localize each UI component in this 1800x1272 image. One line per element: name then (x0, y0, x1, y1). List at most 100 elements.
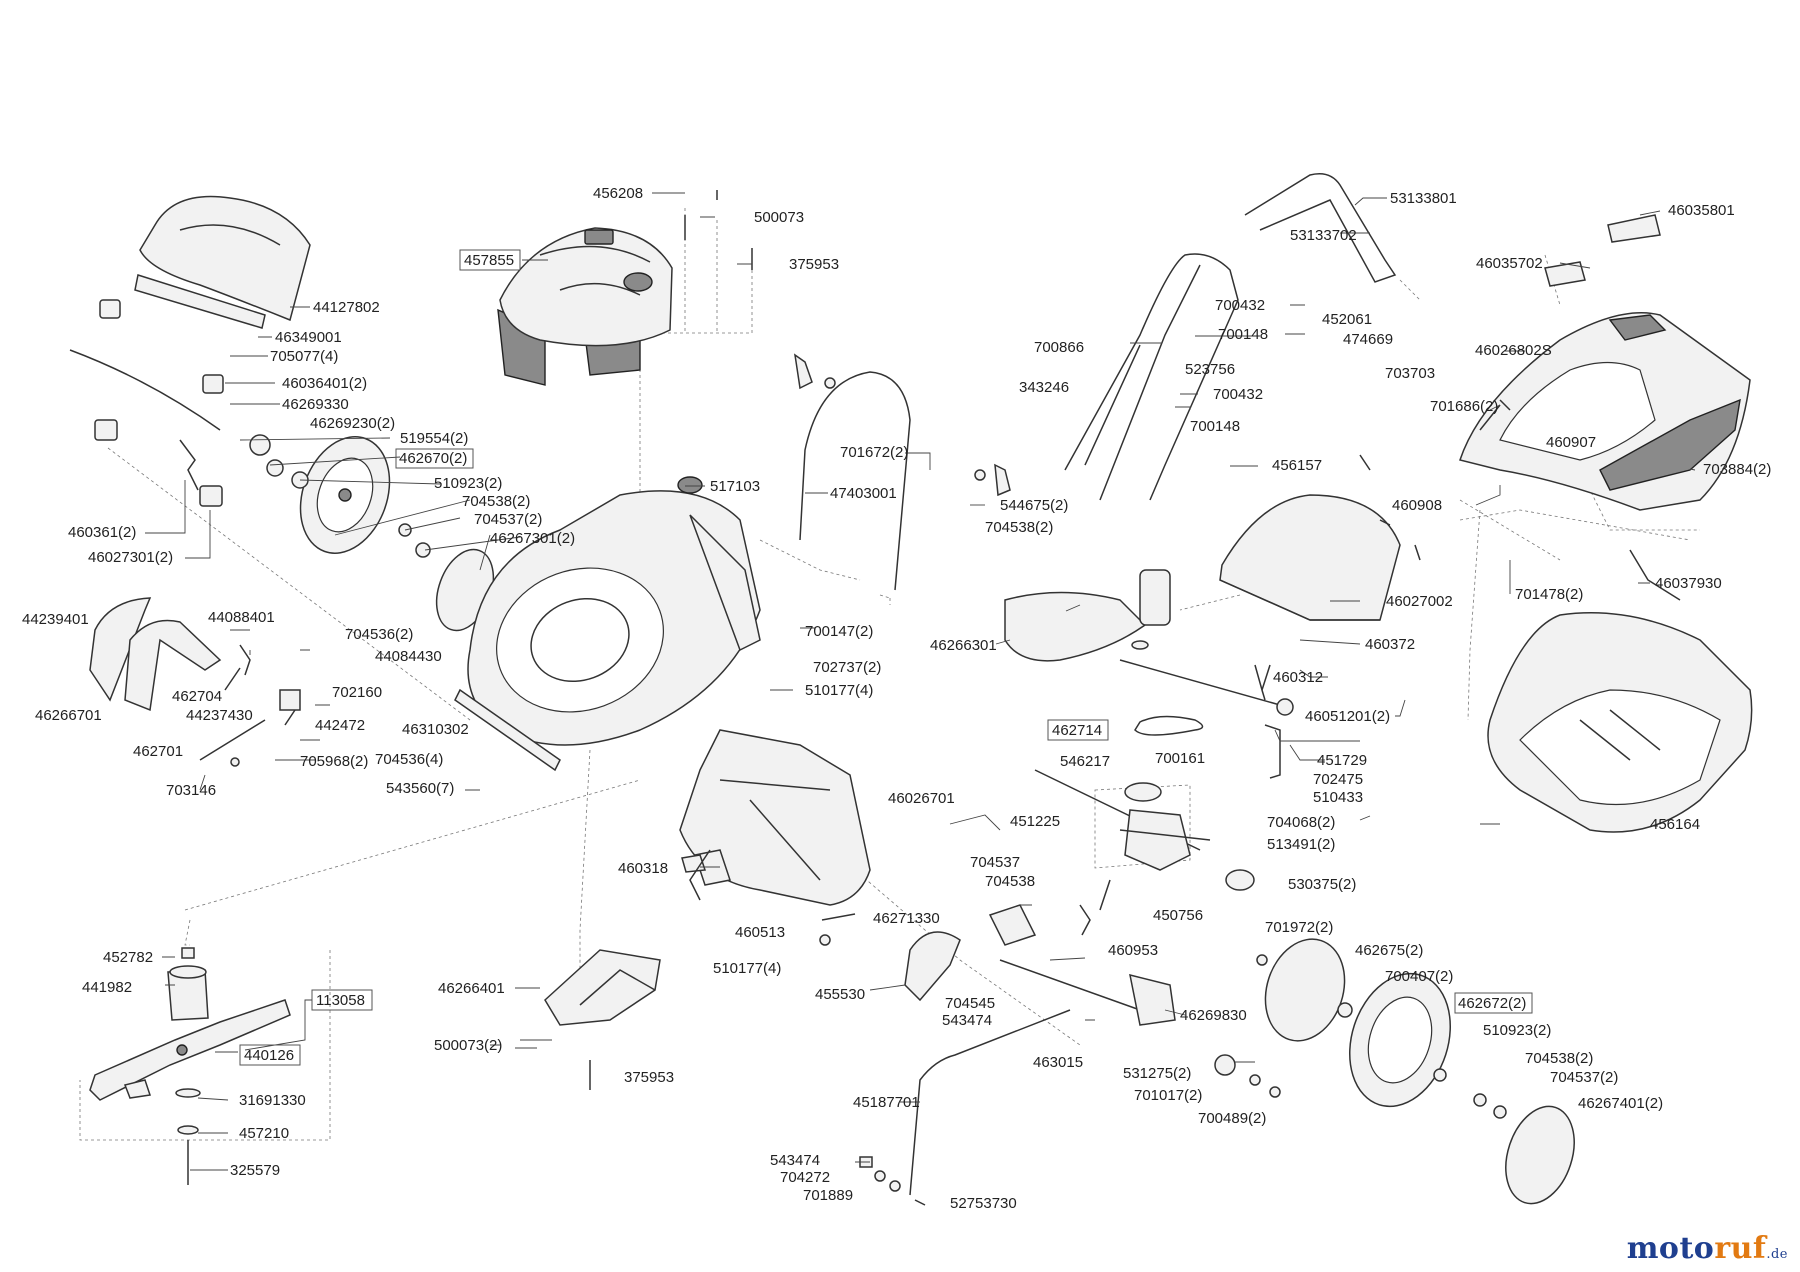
part-label-701672: 701672(2) (840, 444, 908, 461)
part-label-702160: 702160 (332, 684, 382, 701)
part-label-544675: 544675(2) (1000, 497, 1068, 514)
label-box-462714 (1047, 719, 1109, 741)
lower-handle-drawing (799, 371, 911, 591)
part-label-46266301: 46266301 (930, 637, 997, 654)
part-label-700148: 700148 (1218, 326, 1268, 343)
part-label-46267301: 46267301(2) (490, 530, 575, 547)
part-label-704538-b: 704538(2) (985, 519, 1053, 536)
part-label-704537-c: 704537 (970, 854, 1020, 871)
logo-text-orange: ruf (1714, 1231, 1767, 1266)
part-label-46271330: 46271330 (873, 910, 940, 927)
part-label-451729: 451729 (1317, 752, 1367, 769)
part-label-700407: 700407(2) (1385, 968, 1453, 985)
part-label-463015: 463015 (1033, 1054, 1083, 1071)
grass-box-drawing (1487, 612, 1753, 833)
part-label-704536: 704536(2) (345, 626, 413, 643)
part-label-46026701: 46026701 (888, 790, 955, 807)
part-label-46267401: 46267401(2) (1578, 1095, 1663, 1112)
part-label-52753730: 52753730 (950, 1195, 1017, 1212)
part-label-513491: 513491(2) (1267, 836, 1335, 853)
part-label-456208: 456208 (593, 185, 643, 202)
part-label-46027301: 46027301(2) (88, 549, 173, 566)
part-label-460372: 460372 (1365, 636, 1415, 653)
part-label-703703: 703703 (1385, 365, 1435, 382)
part-labels: 456208 500073 375953 457855 44127802 463… (22, 185, 1771, 1212)
part-label-46035702: 46035702 (1476, 255, 1543, 272)
part-label-543474-b: 543474 (770, 1152, 820, 1169)
part-label-46051201: 46051201(2) (1305, 708, 1390, 725)
label-box-113058 (311, 989, 373, 1011)
part-label-462672: 462672(2) (1458, 995, 1526, 1012)
part-label-701889: 701889 (803, 1187, 853, 1204)
part-label-457855: 457855 (464, 252, 514, 269)
part-label-543560: 543560(7) (386, 780, 454, 797)
part-label-46349001: 46349001 (275, 329, 342, 346)
part-label-523756: 523756 (1185, 361, 1235, 378)
part-label-46310302: 46310302 (402, 721, 469, 738)
part-label-700161: 700161 (1155, 750, 1205, 767)
part-label-456164: 456164 (1650, 816, 1700, 833)
part-label-474669: 474669 (1343, 331, 1393, 348)
part-label-704538: 704538(2) (462, 493, 530, 510)
gearbox-drawing (1034, 769, 1211, 871)
part-label-452061: 452061 (1322, 311, 1372, 328)
part-label-510177: 510177(4) (805, 682, 873, 699)
front-wheel-right-drawing (1348, 972, 1452, 1108)
part-label-519554: 519554(2) (400, 430, 468, 447)
label-box-462670 (395, 448, 474, 469)
logo-text-tld: .de (1766, 1247, 1788, 1262)
part-label-46269330: 46269330 (282, 396, 349, 413)
blade-drawing (89, 999, 291, 1101)
part-label-705968: 705968(2) (300, 753, 368, 770)
part-label-460361: 460361(2) (68, 524, 136, 541)
part-label-701017: 701017(2) (1134, 1087, 1202, 1104)
leader-lines (145, 192, 1696, 1171)
part-label-460513: 460513 (735, 924, 785, 941)
part-label-701686: 701686(2) (1430, 398, 1498, 415)
part-label-46266701: 46266701 (35, 707, 102, 724)
part-label-44237430: 44237430 (186, 707, 253, 724)
part-label-510177-b: 510177(4) (713, 960, 781, 977)
part-label-703884: 703884(2) (1703, 461, 1771, 478)
part-label-53133801: 53133801 (1390, 190, 1457, 207)
part-label-510433: 510433 (1313, 789, 1363, 806)
part-label-462704: 462704 (172, 688, 222, 705)
part-label-702737: 702737(2) (813, 659, 881, 676)
part-label-462701: 462701 (133, 743, 183, 760)
part-label-460907: 460907 (1546, 434, 1596, 451)
part-label-517103: 517103 (710, 478, 760, 495)
part-label-451225: 451225 (1010, 813, 1060, 830)
part-label-700148-b: 700148 (1190, 418, 1240, 435)
part-label-530375: 530375(2) (1288, 876, 1356, 893)
part-label-46037930: 46037930 (1655, 575, 1722, 592)
part-label-700432-b: 700432 (1213, 386, 1263, 403)
part-label-700147: 700147(2) (805, 623, 873, 640)
upper-handle-drawing (1064, 253, 1239, 501)
chute-deflector-drawing (544, 949, 661, 1026)
part-label-46269230: 46269230(2) (310, 415, 395, 432)
part-label-456157: 456157 (1272, 457, 1322, 474)
rear-door-drawing (1219, 494, 1401, 621)
part-label-546217: 546217 (1060, 753, 1110, 770)
part-label-702475: 702475 (1313, 771, 1363, 788)
part-label-531275: 531275(2) (1123, 1065, 1191, 1082)
deck-drawing (454, 490, 761, 772)
part-label-460318: 460318 (618, 860, 668, 877)
part-label-704068: 704068(2) (1267, 814, 1335, 831)
part-label-375953-b: 375953 (624, 1069, 674, 1086)
part-label-450756: 450756 (1153, 907, 1203, 924)
part-label-462714: 462714 (1052, 722, 1102, 739)
part-label-441982: 441982 (82, 979, 132, 996)
part-label-460312: 460312 (1273, 669, 1323, 686)
part-label-704536-4: 704536(4) (375, 751, 443, 768)
part-label-46027002: 46027002 (1386, 593, 1453, 610)
logo-text-blue: moto (1626, 1231, 1715, 1266)
part-label-457210: 457210 (239, 1125, 289, 1142)
part-label-704538-c: 704538 (985, 873, 1035, 890)
part-label-500073: 500073 (754, 209, 804, 226)
part-label-46266401: 46266401 (438, 980, 505, 997)
part-label-700432: 700432 (1215, 297, 1265, 314)
part-label-442472: 442472 (315, 717, 365, 734)
part-label-500073-b: 500073(2) (434, 1037, 502, 1054)
